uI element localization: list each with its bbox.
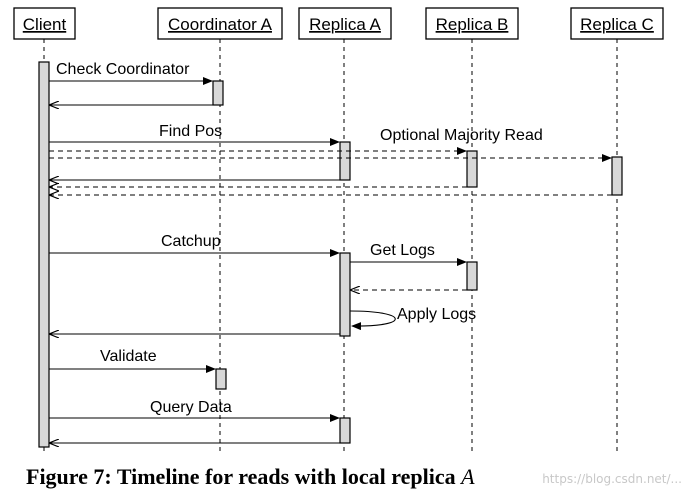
message-label-validate: Validate bbox=[100, 348, 157, 365]
participant-replica-c: Replica C bbox=[570, 7, 664, 40]
participant-label: Replica B bbox=[436, 15, 509, 34]
message-label-majority-read: Optional Majority Read bbox=[380, 127, 543, 144]
activation-replica-a-catchup bbox=[339, 252, 351, 337]
participant-label: Client bbox=[23, 15, 67, 34]
participant-label: Replica A bbox=[309, 15, 381, 34]
participant-replica-b: Replica B bbox=[425, 7, 519, 40]
participant-replica-a: Replica A bbox=[298, 7, 392, 40]
participant-client: Client bbox=[13, 7, 76, 40]
message-label-check-coordinator: Check Coordinator bbox=[56, 61, 190, 78]
figure-caption: Figure 7: Timeline for reads with local … bbox=[26, 464, 686, 490]
activation-replica-a-query bbox=[339, 417, 351, 444]
activation-replica-b-read bbox=[466, 150, 478, 188]
message-label-get-logs: Get Logs bbox=[370, 242, 435, 259]
sequence-diagram: Client Coordinator A Replica A Replica B… bbox=[13, 7, 664, 452]
participant-label: Coordinator A bbox=[168, 15, 273, 34]
caption-variable: A bbox=[461, 464, 475, 489]
watermark-text: https://blog.csdn.net/... bbox=[542, 472, 682, 486]
activation-replica-c-read bbox=[611, 156, 623, 196]
activation-replica-b-logs bbox=[466, 261, 478, 291]
participant-coordinator-a: Coordinator A bbox=[157, 7, 283, 40]
activation-client bbox=[38, 61, 50, 448]
caption-text: Figure 7: Timeline for reads with local … bbox=[26, 464, 462, 489]
participant-label: Replica C bbox=[580, 15, 654, 34]
activation-coordinator-check bbox=[212, 80, 224, 106]
activation-coordinator-validate bbox=[215, 368, 227, 390]
message-label-query-data: Query Data bbox=[150, 399, 232, 416]
message-apply-logs bbox=[349, 310, 396, 331]
activation-replica-a-findpos bbox=[339, 141, 351, 181]
message-label-apply-logs: Apply Logs bbox=[397, 306, 476, 323]
message-label-find-pos: Find Pos bbox=[159, 123, 222, 140]
message-label-catchup: Catchup bbox=[161, 233, 221, 250]
